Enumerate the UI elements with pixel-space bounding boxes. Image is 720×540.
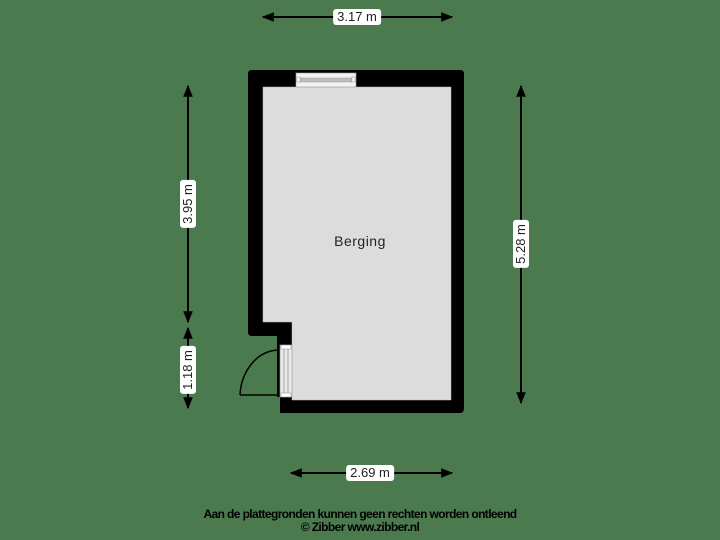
dim-label-bottom-width: 2.69 m [346, 465, 394, 481]
footer-disclaimer: Aan de plattegronden kunnen geen rechten… [203, 507, 517, 521]
dim-label-left-upper-height: 3.95 m [180, 180, 196, 228]
footer-copyright: © Zibber www.zibber.nl [300, 520, 420, 534]
room-floor [262, 86, 452, 401]
room-label-berging: Berging [334, 233, 386, 249]
dim-label-top-width: 3.17 m [333, 9, 381, 25]
dim-label-left-lower-height: 1.18 m [180, 346, 196, 394]
door-swing [239, 349, 280, 396]
dim-label-right-height: 5.28 m [513, 220, 529, 268]
door-frame [279, 344, 293, 398]
window-top [295, 72, 357, 88]
